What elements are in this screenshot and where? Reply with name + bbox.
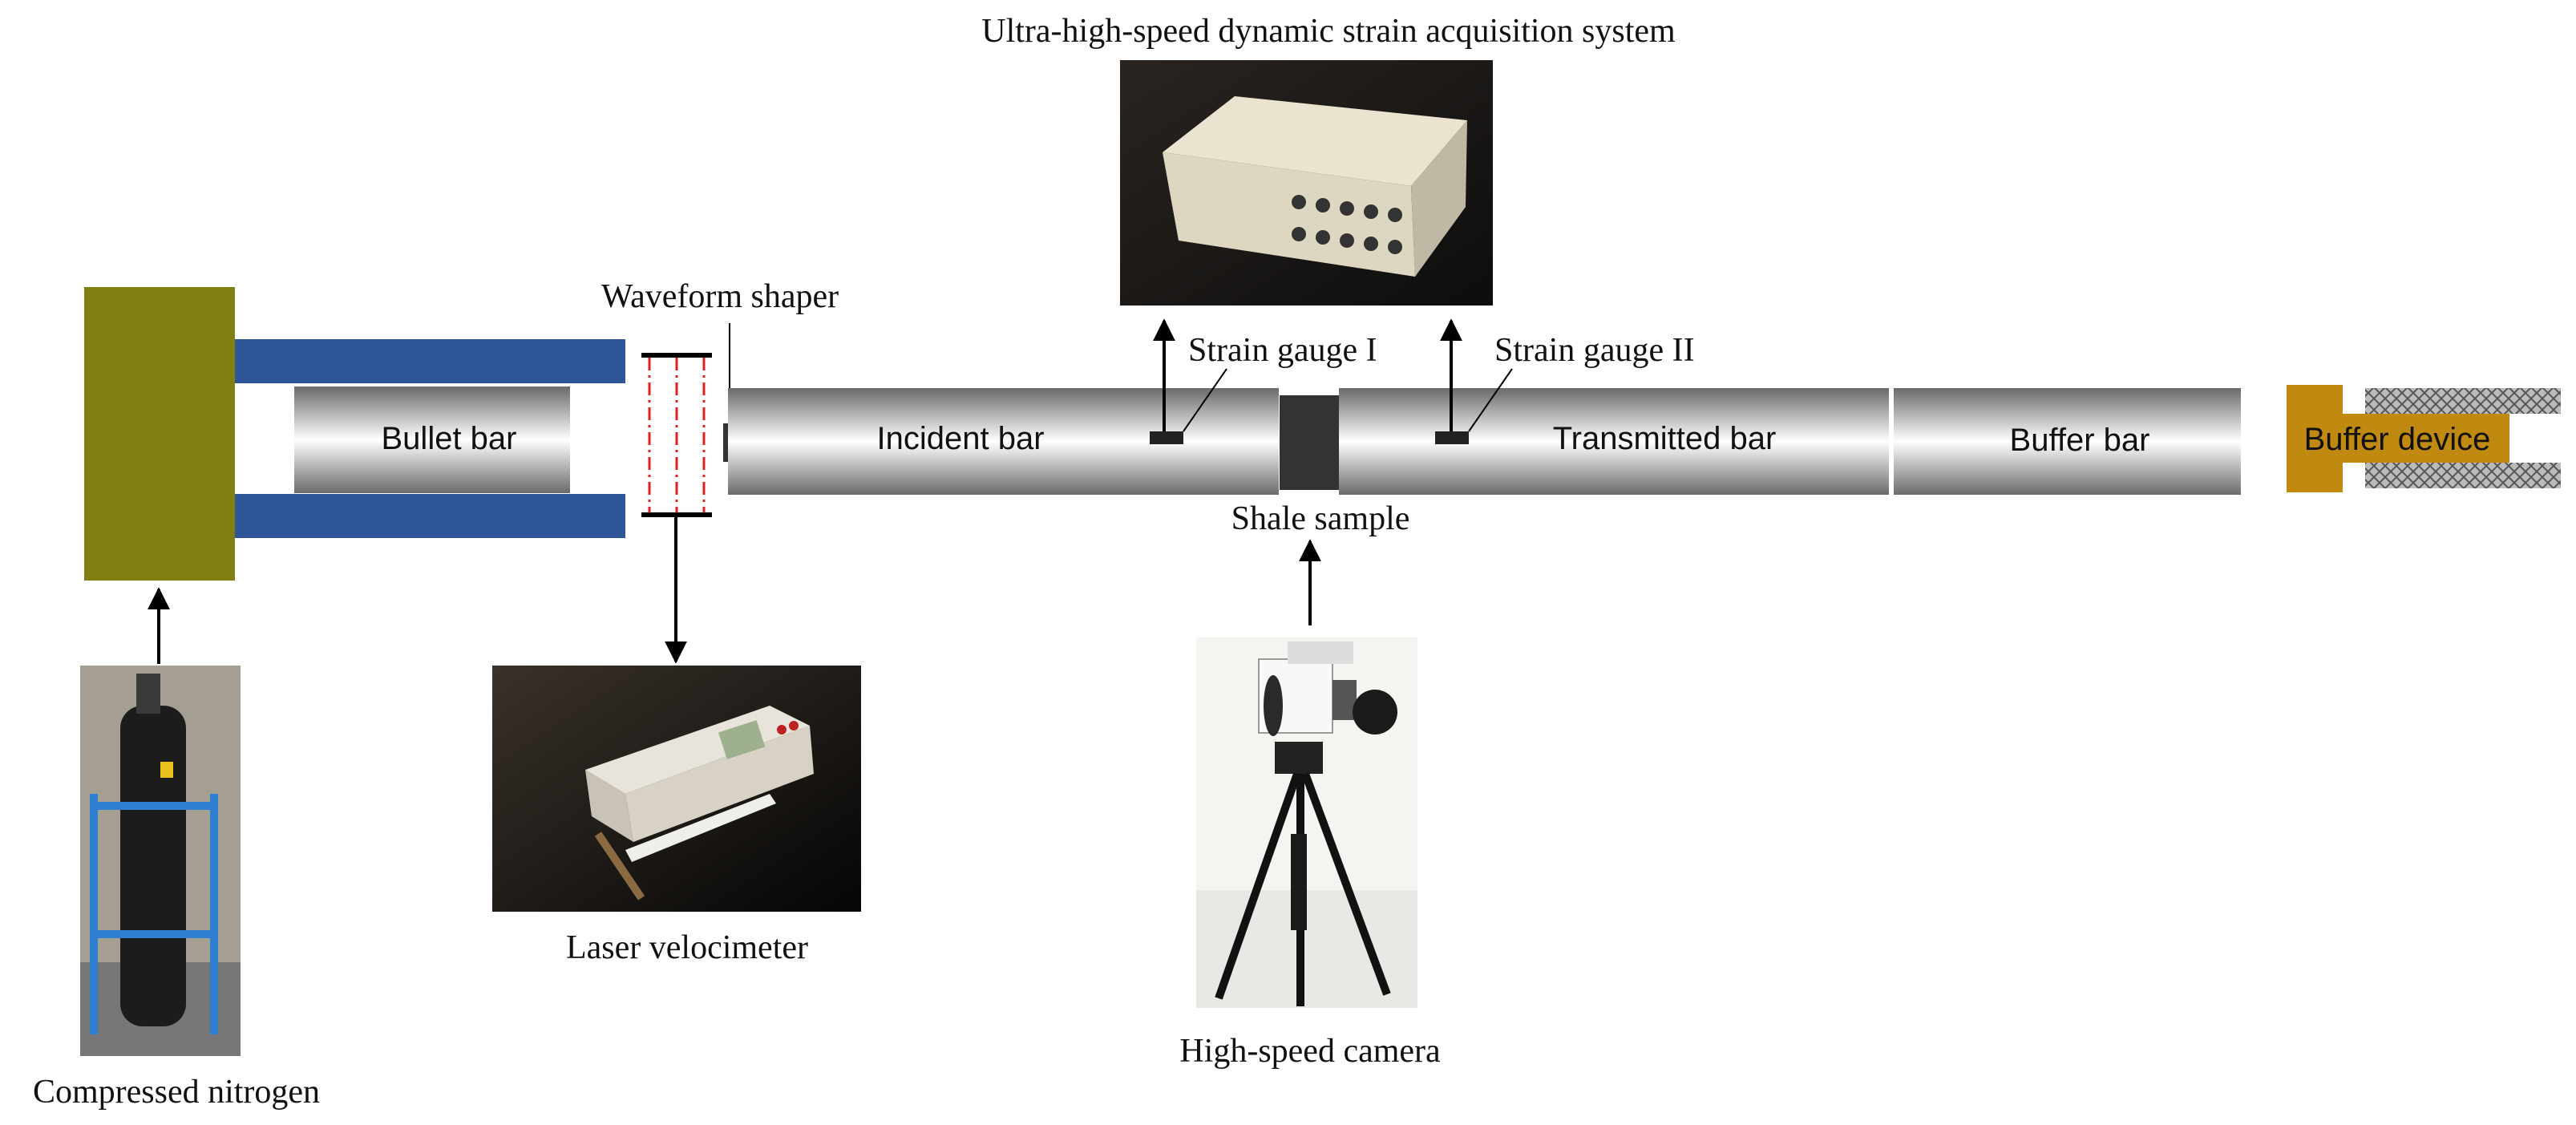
acquisition-system-label: Ultra-high-speed dynamic strain acquisit…: [981, 13, 1676, 50]
transmitted-bar: [1339, 388, 1889, 495]
laser-velocimeter-photo: [492, 666, 861, 912]
waveform-shaper-label: Waveform shaper: [601, 278, 839, 315]
buffer-device: [2287, 385, 2561, 492]
high-speed-camera-label: High-speed camera: [1179, 1033, 1441, 1070]
strain-gauge-2: [1435, 431, 1469, 444]
gauge-1-leader: [1183, 368, 1227, 432]
waveform-shaper: [641, 353, 712, 517]
buffer-bar: [1894, 388, 2241, 495]
buffer-bar-label: Buffer bar: [2010, 423, 2150, 458]
gun-barrel-top: [235, 339, 625, 383]
high-speed-camera-photo: [1196, 637, 1417, 1008]
shale-sample: [1280, 395, 1339, 490]
strain-gauge-1: [1150, 431, 1183, 444]
bullet-bar: [294, 386, 570, 493]
acquisition-system-photo: [1120, 60, 1493, 306]
laser-velocimeter-label: Laser velocimeter: [566, 929, 808, 966]
bullet-bar-label: Bullet bar: [382, 421, 517, 456]
strain-gauge-2-label: Strain gauge II: [1494, 332, 1695, 369]
incident-bar-label: Incident bar: [876, 421, 1044, 456]
buffer-device-label: Buffer device: [2304, 422, 2491, 457]
launcher-block: [84, 287, 235, 581]
nitrogen-cylinder-photo: [80, 666, 241, 1056]
gun-barrel-bottom: [235, 494, 625, 538]
shale-sample-label: Shale sample: [1231, 500, 1410, 537]
incident-bar: [728, 388, 1279, 495]
compressed-nitrogen-label: Compressed nitrogen: [33, 1074, 320, 1111]
transmitted-bar-label: Transmitted bar: [1553, 421, 1777, 456]
gauge-2-leader: [1468, 368, 1513, 432]
strain-gauge-1-label: Strain gauge I: [1188, 332, 1377, 369]
